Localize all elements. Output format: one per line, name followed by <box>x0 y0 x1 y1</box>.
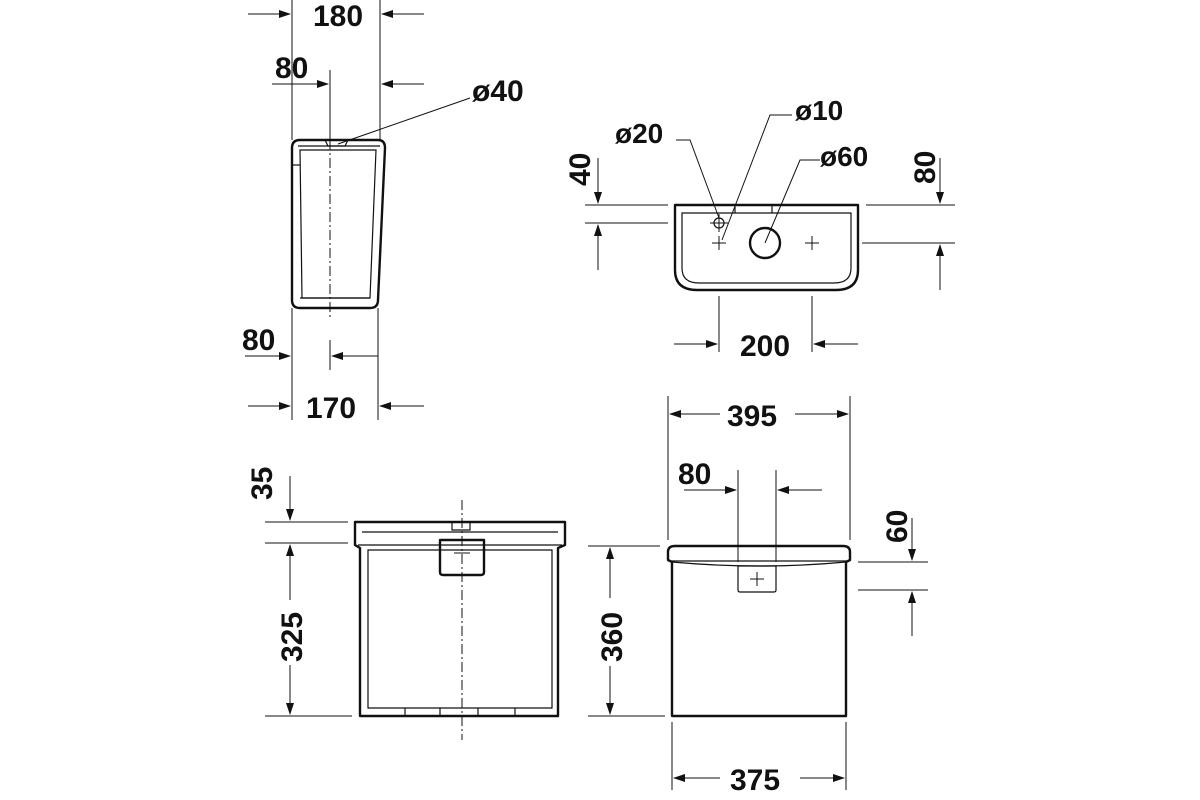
front-view-button-height-label: 60 <box>881 510 914 543</box>
front-view-button <box>737 565 777 593</box>
rear-view-button <box>438 538 486 577</box>
top-view-hole-small-b-label: ø10 <box>795 95 843 126</box>
top-view-hole-large-label: ø60 <box>820 141 868 172</box>
side-view-width-top-label: 180 <box>313 0 363 33</box>
top-view-offset-right-label: 80 <box>909 151 942 184</box>
side-view-hole-diameter-label: ø40 <box>472 75 524 108</box>
top-view-offset-left-label: 40 <box>564 153 597 186</box>
side-view-offset-bottom-label: 80 <box>242 324 275 357</box>
front-view-button-offset-label: 80 <box>678 458 711 491</box>
rear-view: 35 325 <box>246 467 567 740</box>
side-view-width-bottom-label: 170 <box>306 392 356 425</box>
top-view-hole-small-a-label: ø20 <box>615 118 663 149</box>
front-view: 395 80 60 360 375 <box>588 396 928 797</box>
side-view-outline <box>290 138 387 310</box>
front-view-width-bottom-label: 375 <box>730 764 780 797</box>
front-view-outline <box>666 544 852 718</box>
rear-view-lid-height-label: 35 <box>246 467 279 500</box>
front-view-width-top-label: 395 <box>727 400 777 433</box>
top-view-hole-spacing-label: 200 <box>740 330 790 363</box>
rear-view-outline <box>353 520 567 718</box>
side-view-offset-top-label: 80 <box>275 52 308 85</box>
top-view-outline <box>673 203 860 292</box>
front-view-total-height-label: 360 <box>596 612 629 662</box>
side-view: 180 80 ø40 80 170 <box>242 0 524 425</box>
large-hole <box>748 226 782 260</box>
rear-view-body-height-label: 325 <box>276 612 309 662</box>
top-view: 40 80 200 ø20 ø10 ø60 <box>564 95 955 363</box>
